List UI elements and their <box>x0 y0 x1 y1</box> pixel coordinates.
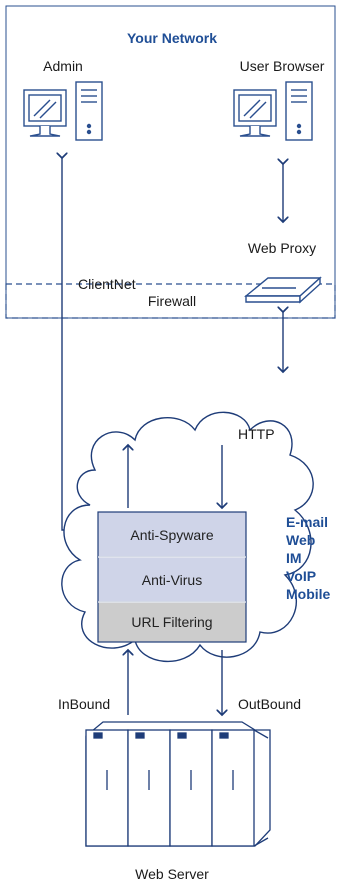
admin-computer-icon <box>23 81 103 141</box>
admin-label: Admin <box>43 58 83 74</box>
url-filtering-label: URL Filtering <box>131 614 213 630</box>
network-frame <box>5 5 336 319</box>
anti-spyware-label: Anti-Spyware <box>130 527 214 543</box>
anti-virus-layer <box>97 556 247 603</box>
firewall-label: Firewall <box>147 293 197 309</box>
service-web: Web <box>286 532 316 548</box>
web-proxy-label: Web Proxy <box>247 240 317 256</box>
http-label: HTTP <box>238 426 275 442</box>
network-title: Your Network <box>127 30 217 46</box>
web-proxy-icon <box>244 276 322 304</box>
user-browser-label: User Browser <box>239 58 325 74</box>
web-server-label: Web Server <box>135 866 209 882</box>
clientnet-label: ClientNet <box>78 276 136 292</box>
anti-virus-label: Anti-Virus <box>141 572 203 588</box>
outbound-label: OutBound <box>238 696 302 712</box>
service-mobile: Mobile <box>286 586 331 602</box>
web-server-icon <box>85 721 271 847</box>
service-email: E-mail <box>286 514 329 530</box>
firewall-band <box>5 283 336 319</box>
inbound-label: InBound <box>58 696 111 712</box>
service-voip: VoIP <box>286 568 317 584</box>
service-im: IM <box>286 550 302 566</box>
user-browser-computer-icon <box>233 81 313 141</box>
url-filtering-layer <box>97 601 247 643</box>
